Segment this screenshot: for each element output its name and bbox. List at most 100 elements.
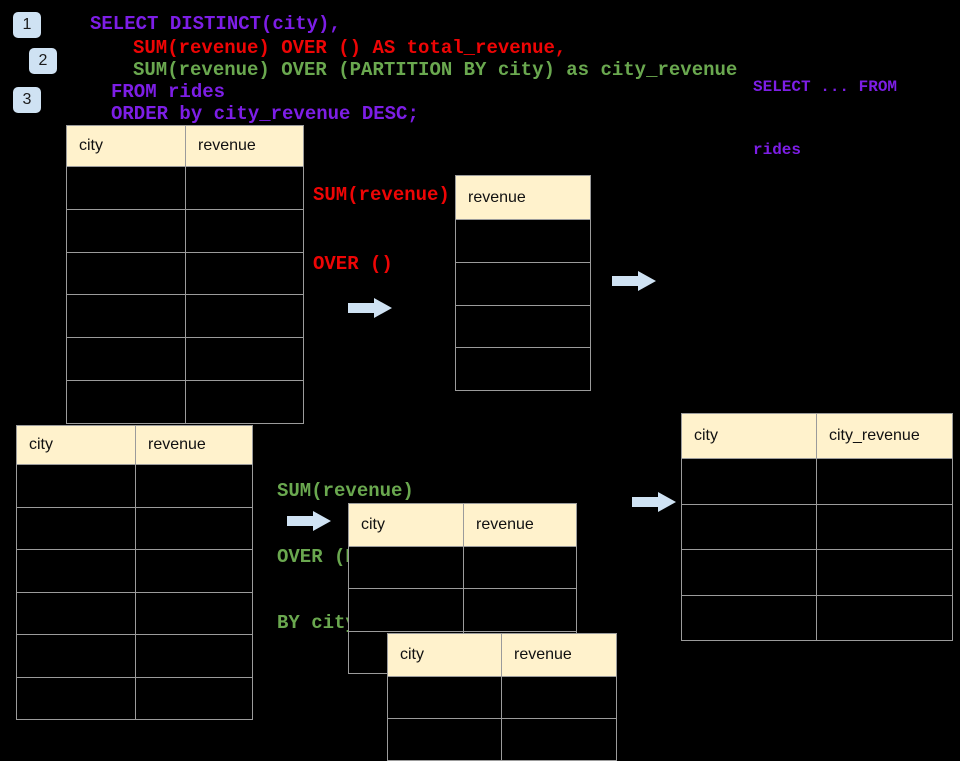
table-row [456, 348, 590, 391]
table-row [17, 550, 252, 593]
empty-cell [388, 719, 502, 760]
empty-cell [464, 547, 576, 589]
column-header: city [349, 504, 464, 546]
empty-cell [17, 677, 136, 719]
sql-code-line-3: SUM(revenue) OVER (PARTITION BY city) as… [133, 59, 738, 81]
empty-cell [682, 550, 817, 595]
empty-cell [349, 547, 464, 589]
empty-cell [17, 550, 136, 592]
step-badge-3: 3 [13, 87, 41, 113]
flow-arrow-icon [348, 298, 392, 318]
table-row [17, 465, 252, 508]
empty-cell [817, 550, 952, 595]
flow-arrow-icon [632, 492, 676, 512]
table-row [388, 677, 616, 719]
sql-code-line-1: SELECT DISTINCT(city), [90, 13, 341, 35]
empty-cell [136, 507, 252, 549]
empty-cell [388, 677, 502, 718]
table-header-row: revenue [456, 176, 590, 220]
table-total-revenue-result: revenue [455, 175, 591, 392]
empty-cell [17, 507, 136, 549]
empty-cell [67, 338, 186, 380]
step-badge-2: 2 [29, 48, 57, 74]
flow-arrow-icon [287, 511, 331, 531]
empty-cell [67, 167, 186, 209]
empty-cell [456, 262, 590, 305]
table-row [17, 592, 252, 635]
table-row [67, 338, 303, 381]
empty-cell [17, 465, 136, 507]
side-note-select-from-rides: SELECT ... FROM rides [753, 35, 897, 203]
table-row [456, 305, 590, 349]
empty-cell [186, 167, 303, 209]
column-header: revenue [186, 126, 303, 166]
table-row [682, 459, 952, 505]
step-badge-1: 1 [13, 12, 41, 38]
empty-cell [136, 677, 252, 719]
empty-cell [67, 380, 186, 423]
side-note-line: SELECT ... FROM [753, 78, 898, 96]
sql-code-line-5: ORDER by city_revenue DESC; [111, 103, 419, 125]
column-header: revenue [502, 634, 616, 676]
side-note-line: rides [753, 141, 802, 159]
table-row [17, 677, 252, 719]
empty-cell [186, 380, 303, 423]
empty-cell [682, 459, 817, 504]
empty-cell [136, 635, 252, 677]
empty-cell [682, 504, 817, 549]
column-header: city [67, 126, 186, 166]
empty-cell [67, 209, 186, 252]
table-row [67, 295, 303, 339]
column-header: revenue [456, 176, 590, 219]
annotation-line: SUM(revenue) [313, 184, 450, 206]
empty-cell [17, 592, 136, 634]
table-row [349, 547, 576, 590]
column-header: city [17, 426, 136, 464]
annotation-line: SUM(revenue) [277, 480, 414, 502]
table-row [456, 262, 590, 306]
empty-cell [349, 589, 464, 631]
table-row [388, 719, 616, 760]
empty-cell [464, 589, 576, 631]
empty-cell [186, 338, 303, 380]
table-row [682, 504, 952, 550]
empty-cell [186, 252, 303, 295]
table-row [17, 507, 252, 550]
empty-cell [186, 209, 303, 252]
table-row [67, 209, 303, 253]
empty-cell [136, 592, 252, 634]
empty-cell [817, 459, 952, 504]
annotation-line: OVER () [313, 253, 393, 275]
sql-code-line-2: SUM(revenue) OVER () AS total_revenue, [133, 37, 567, 59]
table-row [67, 167, 303, 210]
table-row [17, 635, 252, 678]
empty-cell [136, 550, 252, 592]
empty-cell [67, 295, 186, 338]
empty-cell [817, 595, 952, 640]
table-row [67, 252, 303, 296]
sql-code-line-4: FROM rides [111, 81, 226, 103]
column-header: city [388, 634, 502, 676]
table-row [349, 589, 576, 632]
flow-arrow-icon [612, 271, 656, 291]
empty-cell [17, 635, 136, 677]
column-header: revenue [136, 426, 252, 464]
empty-cell [456, 305, 590, 348]
column-header: revenue [464, 504, 576, 546]
sql-window-function-slide: 1 2 3 SELECT DISTINCT(city), SUM(revenue… [13, 12, 953, 761]
table-row [682, 595, 952, 640]
empty-cell [186, 295, 303, 338]
table-row [682, 550, 952, 596]
empty-cell [136, 465, 252, 507]
table-row [456, 220, 590, 263]
empty-cell [682, 595, 817, 640]
